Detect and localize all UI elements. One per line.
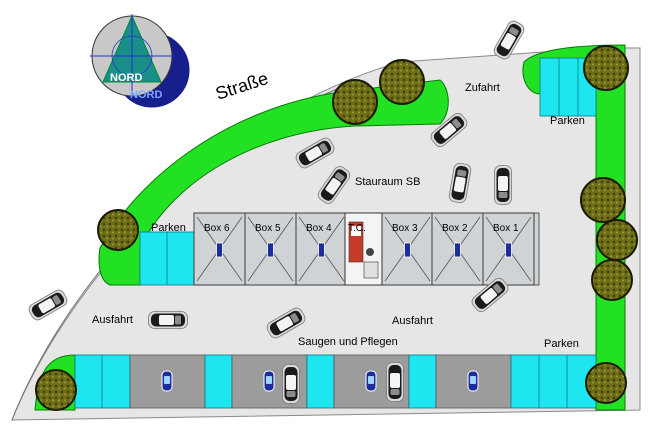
nord-logo-icon: NORD NORD bbox=[90, 14, 191, 109]
wash-bay-5: Box 5 bbox=[244, 212, 297, 286]
zufahrt-label: Zufahrt bbox=[465, 82, 500, 94]
technical-room-label: T.C. bbox=[348, 223, 366, 234]
wash-bay-2: Box 2 bbox=[431, 212, 484, 286]
tree-icon bbox=[35, 369, 77, 411]
parken-top-right-label: Parken bbox=[550, 115, 585, 127]
bottom-row bbox=[74, 354, 597, 409]
parken-left-label: Parken bbox=[151, 222, 186, 234]
tree-icon bbox=[97, 209, 139, 251]
ausfahrt-left-label: Ausfahrt bbox=[92, 314, 133, 326]
wash-bay-label: Box 6 bbox=[204, 223, 230, 234]
parking-left bbox=[139, 231, 195, 286]
tree-icon bbox=[596, 219, 638, 261]
car-icon bbox=[282, 364, 300, 404]
tree-icon bbox=[585, 362, 627, 404]
wash-bay-4: Box 4 bbox=[295, 212, 348, 286]
logo-shadow-text: NORD bbox=[130, 89, 162, 101]
logo-text: NORD bbox=[110, 72, 142, 84]
wash-bays: Box 6 Box 5 Box 4 Box 3 Box 2 Box 1 T.C. bbox=[193, 212, 540, 286]
car-icon bbox=[386, 362, 404, 402]
tree-icon bbox=[379, 59, 425, 105]
wash-bay-1: Box 1 bbox=[482, 212, 535, 286]
wash-bay-6: Box 6 bbox=[193, 212, 246, 286]
parken-bottom-right-label: Parken bbox=[544, 338, 579, 350]
street-label: Straße bbox=[213, 68, 271, 104]
tree-icon bbox=[591, 259, 633, 301]
tree-icon bbox=[583, 45, 629, 91]
wash-bay-label: Box 2 bbox=[442, 223, 468, 234]
car-icon bbox=[494, 165, 512, 205]
wash-bay-label: Box 4 bbox=[306, 223, 332, 234]
car-icon bbox=[148, 311, 188, 329]
wash-bay-label: Box 1 bbox=[493, 223, 519, 234]
tree-icon bbox=[332, 79, 378, 125]
ausfahrt-right-label: Ausfahrt bbox=[392, 315, 433, 327]
wash-bay-label: Box 5 bbox=[255, 223, 281, 234]
wash-bay-3: Box 3 bbox=[381, 212, 434, 286]
stauraum-label: Stauraum SB bbox=[355, 176, 420, 188]
tree-icon bbox=[580, 177, 626, 223]
saugen-label: Saugen und Pflegen bbox=[298, 336, 398, 348]
wash-bay-label: Box 3 bbox=[392, 223, 418, 234]
car-icon bbox=[26, 287, 70, 323]
